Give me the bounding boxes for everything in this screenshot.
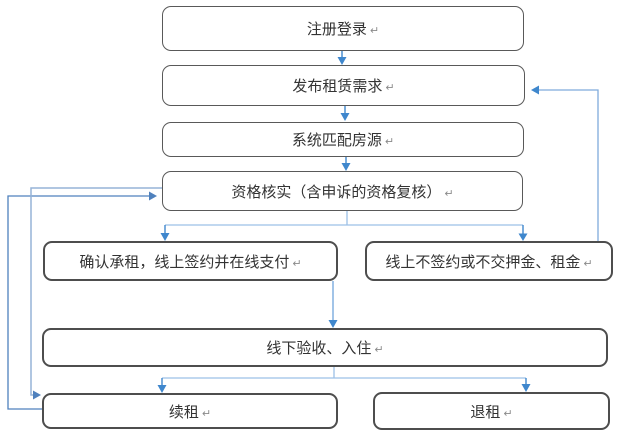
connector-nosign-to-publish-feedback [531, 85, 598, 242]
connector-publish-to-match [340, 106, 350, 121]
node-no-online-sign-or-no-deposit: 线上不签约或不交押金、租金↵ [365, 241, 613, 281]
node-publish-rental-demand: 发布租赁需求↵ [162, 65, 525, 106]
connector-checkin-branch [157, 367, 531, 393]
node-register-login: 注册登录↵ [162, 6, 524, 51]
node-label: 资格核实（含申诉的资格复核） [231, 183, 442, 201]
paragraph-return-mark: ↵ [374, 344, 384, 356]
paragraph-return-mark: ↵ [444, 187, 454, 200]
paragraph-return-mark: ↵ [583, 257, 593, 270]
node-label: 线下验收、入住 [266, 340, 372, 357]
paragraph-return-mark: ↵ [292, 257, 302, 270]
paragraph-return-mark: ↵ [369, 25, 380, 37]
node-label: 注册登录 [306, 21, 367, 38]
node-label: 系统匹配房源 [291, 132, 382, 149]
connector-renew-to-verify-feedback [8, 191, 157, 410]
node-label: 线上不签约或不交押金、租金 [385, 253, 581, 271]
paragraph-return-mark: ↵ [503, 407, 513, 420]
node-terminate-lease: 退租↵ [373, 392, 610, 430]
paragraph-return-mark: ↵ [384, 136, 395, 148]
node-label: 续租 [168, 403, 199, 421]
paragraph-return-mark: ↵ [385, 82, 395, 94]
connector-register-to-publish [337, 51, 347, 65]
node-renew-lease: 续租↵ [42, 393, 338, 429]
node-label: 确认承租，线上签约并在线支付 [79, 253, 290, 271]
connector-verify-branch [160, 211, 528, 241]
node-confirm-rent-online-sign-pay: 确认承租，线上签约并在线支付↵ [43, 241, 338, 281]
connector-verify-to-renew-feedback [31, 188, 162, 400]
node-system-match-housing: 系统匹配房源↵ [162, 122, 524, 157]
node-label: 发布租赁需求 [292, 78, 383, 95]
node-offline-acceptance-checkin: 线下验收、入住↵ [42, 328, 608, 367]
paragraph-return-mark: ↵ [201, 407, 212, 420]
connector-confirm-to-checkin [328, 281, 338, 328]
connector-match-to-verify [341, 157, 351, 171]
node-qualification-verification: 资格核实（含申诉的资格复核）↵ [162, 171, 523, 211]
node-label: 退租 [470, 403, 501, 421]
